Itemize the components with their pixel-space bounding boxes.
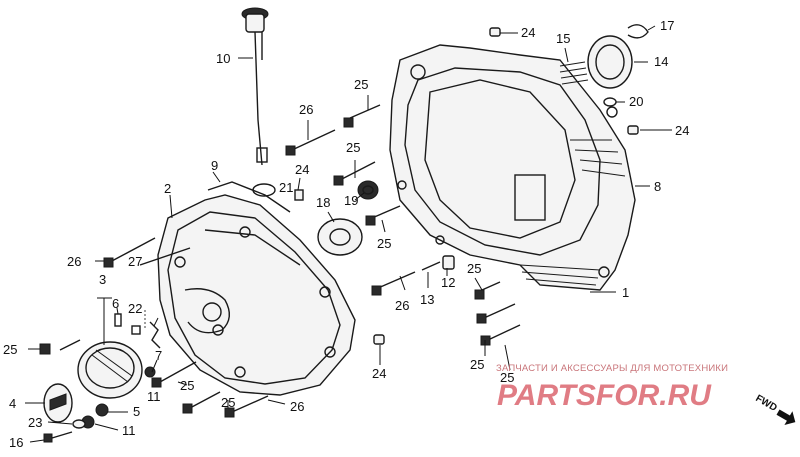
callout-22: 22 — [128, 301, 142, 316]
callout-24b: 24 — [675, 123, 689, 138]
callout-23: 23 — [28, 415, 42, 430]
fwd-arrow-icon — [776, 409, 796, 426]
callout-13: 13 — [420, 292, 434, 307]
callout-25e: 25 — [3, 342, 17, 357]
cover-cap-part — [77, 341, 143, 399]
callout-12: 12 — [441, 275, 455, 290]
callout-11b: 11 — [122, 423, 136, 438]
callout-6: 6 — [112, 296, 119, 311]
callout-14: 14 — [654, 54, 668, 69]
callout-21: 21 — [279, 180, 293, 195]
callout-18: 18 — [316, 195, 330, 210]
callout-17: 17 — [660, 18, 674, 33]
forward-direction-indicator: FWD — [754, 393, 796, 426]
callout-2: 2 — [164, 181, 171, 196]
callout-24c: 24 — [295, 162, 309, 177]
callout-10: 10 — [216, 51, 230, 66]
callout-25f: 25 — [180, 378, 194, 393]
callout-labels: 1 2 3 4 5 6 7 8 9 10 11 11 12 13 14 15 1… — [3, 18, 689, 450]
callout-3: 3 — [99, 272, 106, 287]
callout-25d: 25 — [467, 261, 481, 276]
watermark-logo: PARTSFOR.RU — [497, 379, 712, 412]
callout-25g: 25 — [221, 395, 235, 410]
small-hardware-group — [43, 24, 649, 443]
callout-25a: 25 — [354, 77, 368, 92]
watermark: ЗАПЧАСТИ И АКСЕССУАРЫ ДЛЯ МОТОТЕХНИКИ PA… — [496, 363, 728, 412]
crankcase-part — [389, 44, 636, 291]
callout-20: 20 — [629, 94, 643, 109]
callout-25c: 25 — [377, 236, 391, 251]
leader-lines — [25, 25, 672, 443]
callout-27: 27 — [128, 254, 142, 269]
callout-9: 9 — [211, 158, 218, 173]
callout-25h: 25 — [470, 357, 484, 372]
callout-25i: 25 — [500, 370, 514, 385]
callout-5: 5 — [133, 404, 140, 419]
callout-24a: 24 — [521, 25, 535, 40]
callout-1: 1 — [622, 285, 629, 300]
watermark-subtitle: ЗАПЧАСТИ И АКСЕССУАРЫ ДЛЯ МОТОТЕХНИКИ — [496, 363, 728, 374]
fwd-label: FWD — [754, 393, 779, 414]
callout-26b: 26 — [67, 254, 81, 269]
callout-11a: 11 — [147, 389, 161, 404]
crankcase-cover-part — [157, 194, 356, 396]
cap-oring-part — [43, 383, 73, 423]
callout-15: 15 — [556, 31, 570, 46]
callout-7: 7 — [155, 348, 162, 363]
callout-24d: 24 — [372, 366, 386, 381]
callout-8: 8 — [654, 179, 661, 194]
callout-19: 19 — [344, 193, 358, 208]
gasket-part — [207, 181, 291, 213]
callout-26d: 26 — [290, 399, 304, 414]
callout-26c: 26 — [395, 298, 409, 313]
oil-filler-cap-part — [241, 7, 269, 166]
callout-26a: 26 — [299, 102, 313, 117]
callout-16: 16 — [9, 435, 23, 450]
callout-4: 4 — [9, 396, 16, 411]
callout-25b: 25 — [346, 140, 360, 155]
